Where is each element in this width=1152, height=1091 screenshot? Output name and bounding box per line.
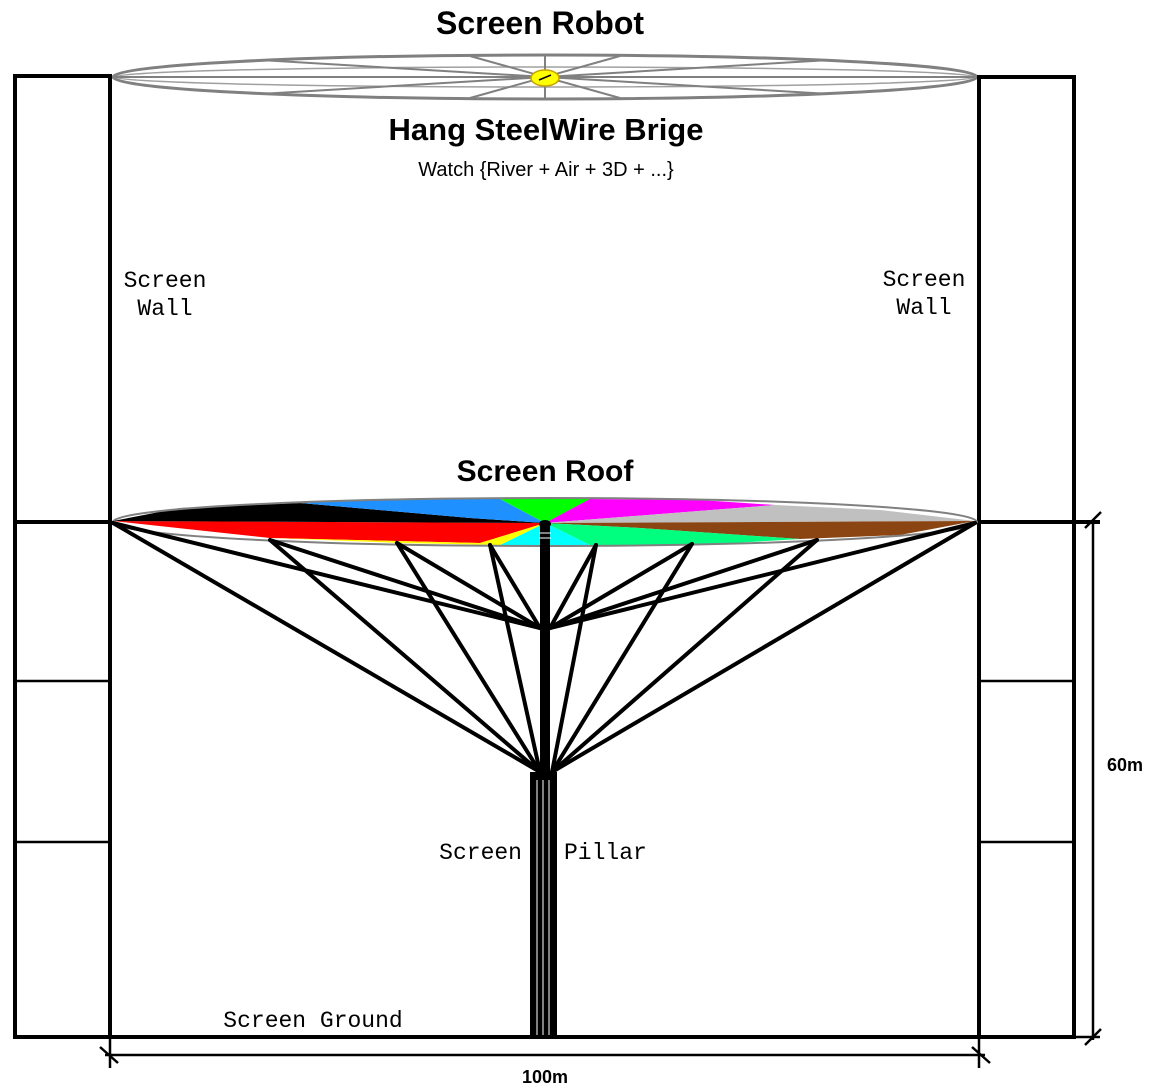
width-dimension xyxy=(99,1037,991,1068)
height-dimension xyxy=(1074,511,1102,1046)
pillar-top-cap xyxy=(539,520,551,528)
pillar-label-left: Screen xyxy=(439,840,522,866)
width-dimension-label: 100m xyxy=(522,1067,568,1087)
screen-pillar xyxy=(530,520,557,1037)
roof-segment-blue xyxy=(300,499,545,523)
robot-title: Screen Robot xyxy=(436,5,644,41)
pillar-label-right: Pillar xyxy=(564,840,647,866)
roof-segment-silver xyxy=(545,505,975,523)
left-screen-wall xyxy=(13,74,112,1039)
roof-segment-magenta xyxy=(545,499,775,523)
bridge-subtitle: Watch {River + Air + 3D + ...} xyxy=(418,159,674,181)
ground-label: Screen Ground xyxy=(223,1008,402,1034)
roof-segment-green xyxy=(500,499,590,523)
right-wall-label-line1: Screen xyxy=(883,267,966,293)
screen-roof xyxy=(112,497,978,547)
screen-robot xyxy=(111,53,979,101)
left-wall-label-line1: Screen xyxy=(124,268,207,294)
roof-segment-black xyxy=(113,503,545,523)
height-dimension-label: 60m xyxy=(1107,755,1143,775)
bridge-title: Hang SteelWire Brige xyxy=(389,112,704,147)
right-screen-wall xyxy=(977,75,1100,1039)
pillar-upper-mast xyxy=(540,524,550,774)
roof-segment-red xyxy=(113,521,545,543)
right-wall-label-line2: Wall xyxy=(896,295,951,321)
roof-title: Screen Roof xyxy=(457,455,635,488)
left-wall-label-line2: Wall xyxy=(137,296,192,322)
roof-segment-brown xyxy=(545,521,975,539)
support-cables xyxy=(111,521,977,774)
roof-segment-springgreen xyxy=(545,523,800,545)
